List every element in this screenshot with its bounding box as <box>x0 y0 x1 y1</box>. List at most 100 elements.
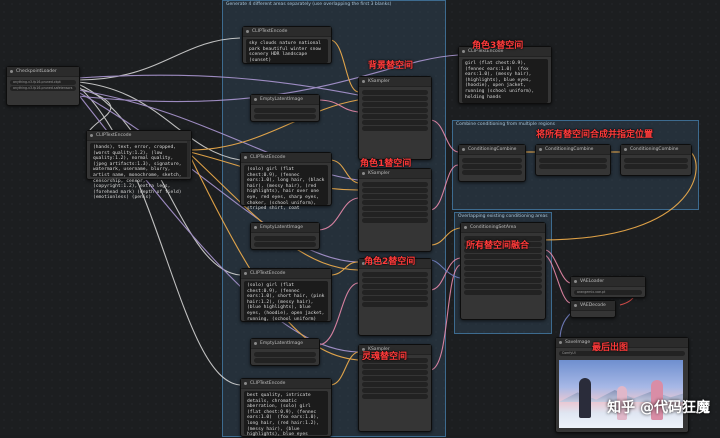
seed-widget[interactable] <box>464 266 542 271</box>
annotation-background-area: 背景替空间 <box>368 61 414 71</box>
seed-widget[interactable] <box>362 358 428 363</box>
vae-loader-node[interactable]: VAELoader orangemix.vae.pt <box>570 276 646 298</box>
annotation-character1-area: 角色1替空间 <box>360 159 412 169</box>
scheduler-widget[interactable] <box>362 120 428 125</box>
background-prompt-node[interactable]: CLIPTextEncode sky clouds nature nationa… <box>242 26 332 64</box>
steps-widget[interactable] <box>464 272 542 277</box>
node-title: KSampler <box>359 345 431 355</box>
cfg-widget[interactable] <box>362 376 428 381</box>
seed-widget[interactable] <box>362 272 428 277</box>
input-widget[interactable] <box>462 158 522 163</box>
scheduler-widget[interactable] <box>362 388 428 393</box>
prompt-textarea[interactable]: (hands), text, error, cropped, (worst qu… <box>90 143 188 200</box>
final-prompt-node[interactable]: CLIPTextEncode best quality, intricate d… <box>240 378 332 437</box>
conditioning-combine-node-1[interactable]: ConditioningCombine <box>458 144 526 182</box>
character2-prompt-node[interactable]: CLIPTextEncode (solo) girl (flat chest:0… <box>240 268 332 322</box>
denoise-widget[interactable] <box>362 218 428 223</box>
node-title: EmptyLatentImage <box>251 339 319 349</box>
scheduler-widget[interactable] <box>362 212 428 217</box>
control-widget[interactable] <box>362 96 428 101</box>
height-widget[interactable] <box>254 114 316 119</box>
control-widget[interactable] <box>362 188 428 193</box>
prompt-textarea[interactable]: (solo) girl (flat chest:0.9), (fennec ea… <box>244 165 328 211</box>
prompt-textarea[interactable]: girl (flat chest:0.9), (fennec ears:1.0)… <box>462 59 548 103</box>
checkpoint-loader-node[interactable]: CheckpointLoader anything-v3-fp16-pruned… <box>6 66 80 106</box>
empty-latent-node-3[interactable]: EmptyLatentImage <box>250 338 320 366</box>
input-widget[interactable] <box>539 158 607 163</box>
sampler-widget[interactable] <box>362 296 428 301</box>
width-widget[interactable] <box>254 108 316 113</box>
annotation-final-area: 灵魂替空间 <box>362 352 408 362</box>
x-widget[interactable] <box>464 248 542 253</box>
ckpt-name-widget[interactable]: anything-v3-fp16-pruned.ckpt <box>10 80 76 85</box>
annotation-combine: 将所有替空间合成并指定位置 <box>536 130 654 140</box>
node-title: ConditioningCombine <box>536 145 610 155</box>
input-widget[interactable] <box>539 164 607 169</box>
conditioning-combine-node-3[interactable]: ConditioningCombine <box>620 144 692 176</box>
height-widget[interactable] <box>464 242 542 247</box>
denoise-widget[interactable] <box>362 126 428 131</box>
save-image-node[interactable]: SaveImage ComfyUI <box>555 337 689 433</box>
height-widget[interactable] <box>254 242 316 247</box>
seed-widget[interactable] <box>362 90 428 95</box>
sampler-widget[interactable] <box>362 382 428 387</box>
ksampler-node-b[interactable]: KSampler <box>358 168 432 252</box>
ksampler-node-a[interactable]: KSampler <box>358 76 432 160</box>
strength-widget[interactable] <box>464 260 542 265</box>
input-widget[interactable] <box>462 164 522 169</box>
width-widget[interactable] <box>464 236 542 241</box>
steps-widget[interactable] <box>362 194 428 199</box>
cfg-widget[interactable] <box>362 290 428 295</box>
character3-prompt-node[interactable]: CLIPTextEncode girl (flat chest:0.9), (f… <box>458 46 552 104</box>
conditioning-set-area-node[interactable]: ConditioningSetArea <box>460 222 546 320</box>
steps-widget[interactable] <box>362 284 428 289</box>
width-widget[interactable] <box>254 352 316 357</box>
node-title: VAEDecode <box>571 301 615 311</box>
control-widget[interactable] <box>362 278 428 283</box>
prompt-textarea[interactable]: sky clouds nature national park beautifu… <box>246 39 328 63</box>
scheduler-widget[interactable] <box>362 302 428 307</box>
cfg-widget[interactable] <box>464 278 542 283</box>
denoise-widget[interactable] <box>362 394 428 399</box>
output-image-preview <box>559 360 683 428</box>
control-widget[interactable] <box>362 364 428 369</box>
scheduler-widget[interactable] <box>464 290 542 295</box>
input-widget[interactable] <box>462 170 522 175</box>
input-widget[interactable] <box>624 158 688 163</box>
scrollbar[interactable] <box>187 141 190 177</box>
width-widget[interactable] <box>254 236 316 241</box>
negative-prompt-node[interactable]: CLIPTextEncode (hands), text, error, cro… <box>86 130 192 200</box>
node-title: VAELoader <box>571 277 645 287</box>
conditioning-combine-node-2[interactable]: ConditioningCombine <box>535 144 611 176</box>
prompt-textarea[interactable]: (solo) girl (flat chest:0.9), (fennec ea… <box>244 281 328 322</box>
group-title: Overlapping existing conditioning areas <box>458 214 548 219</box>
vae-decode-node[interactable]: VAEDecode <box>570 300 616 318</box>
ksampler-node-c[interactable]: KSampler <box>358 258 432 336</box>
steps-widget[interactable] <box>362 102 428 107</box>
cfg-widget[interactable] <box>362 200 428 205</box>
character1-prompt-node[interactable]: CLIPTextEncode (solo) girl (flat chest:0… <box>240 152 332 211</box>
height-widget[interactable] <box>254 358 316 363</box>
sampler-widget[interactable] <box>362 114 428 119</box>
steps-widget[interactable] <box>362 370 428 375</box>
empty-latent-node-2[interactable]: EmptyLatentImage <box>250 222 320 250</box>
character-figure-3 <box>651 380 663 420</box>
group-title: Combine conditioning from multiple regio… <box>456 122 555 127</box>
filename-prefix-widget[interactable]: ComfyUI <box>559 351 685 356</box>
ckpt-name-widget-2[interactable]: anything-v3-fp16-pruned.safetensors <box>10 86 76 91</box>
input-widget[interactable] <box>624 164 688 169</box>
sampler-widget[interactable] <box>464 284 542 289</box>
y-widget[interactable] <box>464 254 542 259</box>
node-title: EmptyLatentImage <box>251 95 319 105</box>
ksampler-node-d[interactable]: KSampler <box>358 344 432 432</box>
annotation-character2-area: 角色2替空间 <box>364 257 416 267</box>
vae-name-widget[interactable]: orangemix.vae.pt <box>574 290 642 295</box>
cfg-widget[interactable] <box>362 108 428 113</box>
node-title: SaveImage <box>556 338 688 348</box>
sampler-widget[interactable] <box>362 206 428 211</box>
prompt-textarea[interactable]: best quality, intricate details, chromat… <box>244 391 328 437</box>
seed-widget[interactable] <box>362 182 428 187</box>
empty-latent-node-1[interactable]: EmptyLatentImage <box>250 94 320 122</box>
